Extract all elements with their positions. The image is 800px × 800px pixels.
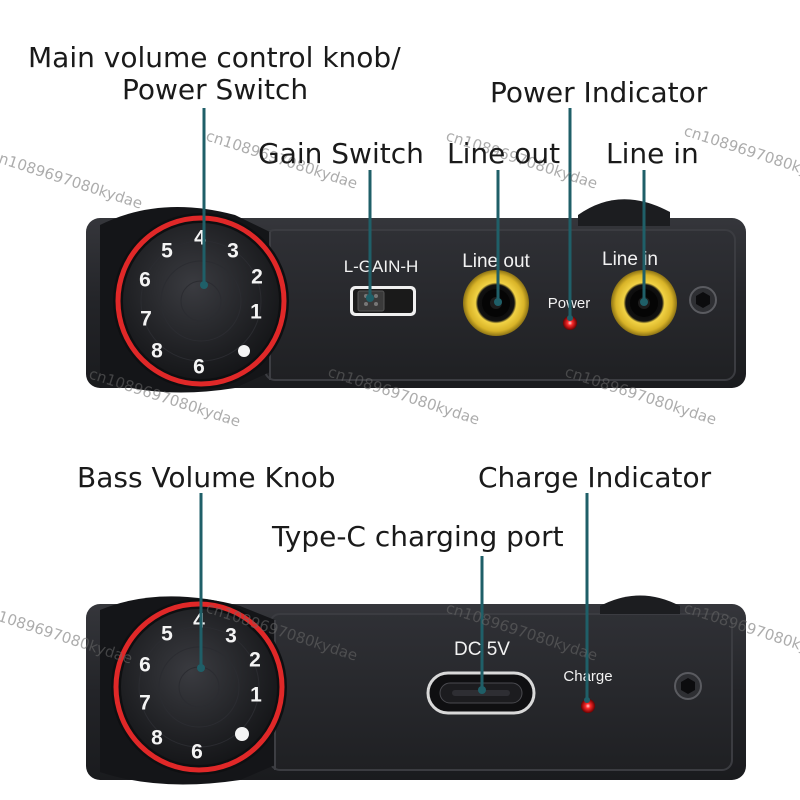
knob-number-5: 5 [161,240,173,263]
callout-line-out: Line out [447,137,561,170]
watermarks: cn1089697080kydae cn1089697080kydae cn10… [0,122,800,668]
callout-line-in: Line in [606,137,699,170]
knob-number-1: 1 [250,301,262,324]
bass-knob-number-2: 2 [249,649,261,672]
callout-gain-switch: Gain Switch [258,137,424,170]
knob-number-3: 3 [227,240,239,263]
gain-switch-label: L-GAIN-H [344,257,419,276]
bass-knob-number-1: 1 [250,684,262,707]
line-in-panel-label: Line in [602,249,658,270]
bottom-device: 4 5 3 2 6 1 7 8 6 DC 5V Charge [86,595,746,785]
top-device: 4 5 3 2 6 1 7 8 6 L-GAIN-H Line o [86,199,746,393]
bass-knob-number-3: 3 [225,625,237,648]
bottom-hex-screw [674,672,702,700]
callout-power-indicator: Power Indicator [490,76,708,109]
callout-main-volume-line1: Main volume control knob/ [28,41,401,74]
bass-knob-number-5: 5 [161,623,173,646]
bottom-rear-housing [600,595,680,614]
bass-knob-number-8: 8 [151,727,163,750]
callout-lines [199,108,646,700]
watermark-4: cn1089697080kydae [682,122,800,188]
callout-main-volume-line2: Power Switch [122,73,309,106]
knob-number-7: 7 [140,308,152,331]
watermark-1: cn1089697080kydae [0,147,145,213]
knob-indicator-dot [238,345,250,357]
top-hex-screw [689,286,717,314]
charge-led-indicator [581,699,595,713]
callout-bass-volume: Bass Volume Knob [77,461,336,494]
callout-charge-indicator: Charge Indicator [478,461,712,494]
top-rear-housing [578,199,670,226]
callout-endpoints [197,281,648,703]
knob-number-9: 6 [193,356,205,379]
bass-knob-number-6: 6 [139,654,151,677]
bass-knob-number-7: 7 [139,692,151,715]
gain-slide-switch[interactable] [350,286,416,316]
knob-number-8: 8 [151,340,163,363]
bass-knob-indicator-dot [235,727,249,741]
knob-number-6: 6 [139,269,151,292]
bass-knob-number-4: 4 [193,610,205,633]
callout-type-c-port: Type-C charging port [272,520,564,553]
line-out-panel-label: Line out [462,251,530,272]
power-led-indicator [563,316,577,330]
knob-number-2: 2 [251,266,263,289]
bass-volume-knob[interactable]: 4 5 3 2 6 1 7 8 6 [111,599,287,775]
bass-knob-number-9: 6 [191,741,203,764]
main-volume-knob[interactable]: 4 5 3 2 6 1 7 8 6 [113,213,289,389]
